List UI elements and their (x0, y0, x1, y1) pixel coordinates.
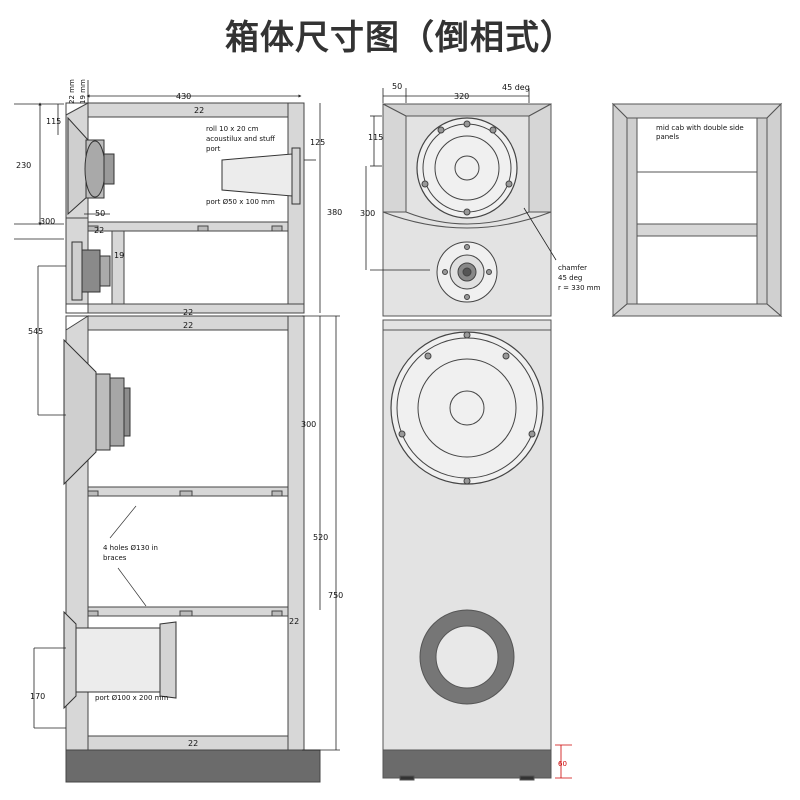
dim-top-19mm: 19 mm (79, 79, 87, 104)
side-base-plinth (65, 749, 321, 783)
note-braces-1: 4 holes Ø130 in (103, 544, 158, 552)
front-woofer (390, 331, 544, 485)
side-lower-port (63, 610, 177, 710)
note-chamfer-3: r = 330 mm (558, 284, 601, 292)
side-woofer (63, 338, 131, 486)
dim-300-left: 300 (40, 217, 55, 226)
note-stuff-3: port (206, 145, 221, 153)
front-mid-driver (416, 117, 518, 219)
panel-22-top: 22 (194, 106, 204, 115)
dim-45deg: 45 deg (502, 83, 530, 92)
note-port-bottom: port Ø100 x 200 mm (95, 694, 168, 702)
side-tweeter (71, 241, 111, 301)
note-chamfer-2: 45 deg (558, 274, 582, 282)
side-upper-port (221, 147, 301, 205)
rear-panel-top (287, 102, 305, 314)
dim-545: 545 (28, 327, 43, 336)
drawing-title: 箱体尺寸图（倒相式） (225, 18, 575, 58)
dim-top-22mm: 22 mm (68, 79, 76, 104)
dim-170: 170 (30, 692, 45, 701)
panel-22-rear: 22 (289, 617, 299, 626)
dim-380: 380 (327, 208, 342, 217)
dim-125: 125 (310, 138, 325, 147)
front-dimensions (365, 88, 572, 779)
note-midcab-1: mid cab with double side (656, 124, 744, 132)
note-stuff-1: roll 10 x 20 cm (206, 125, 259, 133)
front-port (419, 609, 515, 705)
dim-230: 230 (16, 161, 31, 170)
dim-60: 60 (558, 760, 567, 768)
dim-19: 19 (114, 251, 124, 260)
rear-panel-lower (287, 315, 305, 751)
dim-750: 750 (328, 591, 343, 600)
dim-520: 520 (313, 533, 328, 542)
front-tweeter (436, 241, 498, 303)
note-stuff-2: acoustilux and stuff (206, 135, 275, 143)
mid-cab-view (611, 102, 783, 318)
side-labels: 430 22 mm 19 mm 22 115 230 300 50 22 19 … (16, 79, 343, 748)
divider-shelf-1 (87, 221, 289, 232)
mid-cab-labels: mid cab with double side panels (656, 124, 744, 141)
panel-22-bottom: 22 (188, 739, 198, 748)
note-braces-2: braces (103, 554, 127, 562)
dim-320: 320 (454, 92, 469, 101)
dim-115-left: 115 (46, 117, 61, 126)
note-midcab-2: panels (656, 133, 679, 141)
side-dimensions (14, 80, 340, 751)
dim-115-front: 115 (368, 133, 383, 142)
dim-300-right: 300 (301, 420, 316, 429)
panel-22-shelf2: 22 (183, 308, 193, 317)
dim-50-front: 50 (392, 82, 402, 91)
divider-shelf-2 (87, 303, 305, 314)
inner-wall (111, 230, 125, 305)
note-port-top: port Ø50 x 100 mm (206, 198, 275, 206)
front-labels: 50 320 45 deg 115 300 chamfer 45 deg r =… (360, 82, 601, 768)
dim-width-430: 430 (176, 92, 191, 101)
dim-300-front: 300 (360, 209, 375, 218)
side-mid-driver (67, 116, 115, 216)
note-chamfer-1: chamfer (558, 264, 587, 272)
panel-22-shelf1: 22 (94, 226, 104, 235)
panel-22-lower-top: 22 (183, 321, 193, 330)
dim-50-side: 50 (95, 209, 105, 218)
front-base-plinth (382, 749, 552, 779)
